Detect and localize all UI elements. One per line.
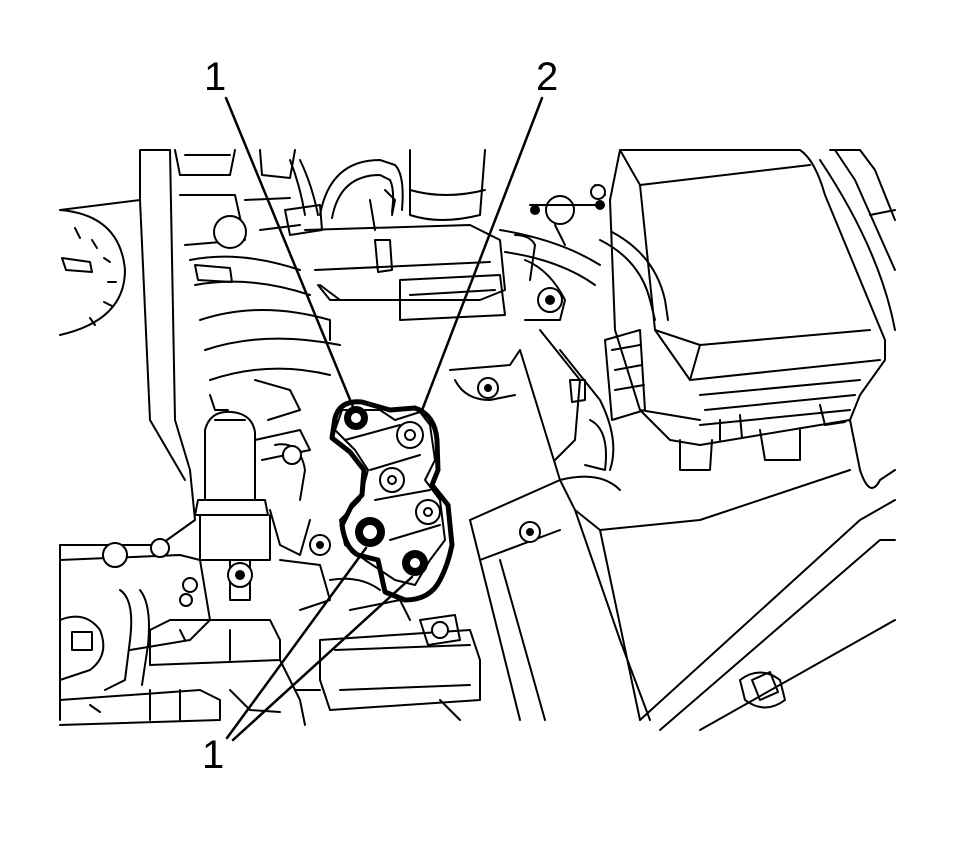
top-center-components [304, 149, 601, 321]
callout-1-bottom: 1 [202, 733, 224, 777]
callout-1-top: 1 [204, 55, 226, 99]
engine-mount-bracket [329, 399, 455, 603]
top-right-fittings [524, 184, 606, 321]
fuse-box [599, 149, 886, 471]
top-left-hoses [174, 149, 341, 381]
right-fender [639, 149, 896, 731]
leader-1-bottom-a [225, 546, 368, 740]
bolt-top [344, 406, 368, 430]
engine-cover [59, 149, 196, 721]
callout-2: 2 [536, 55, 558, 99]
center-left-sensors [149, 379, 331, 666]
leader-lines [224, 96, 544, 742]
lower-center-components [229, 577, 481, 726]
leader-1-bottom-b [231, 575, 414, 742]
bolt-middle [355, 517, 385, 547]
left-lower-components [59, 538, 221, 726]
leader-1-top [224, 96, 355, 409]
bolt-bottom [402, 550, 428, 576]
frame-rail [449, 329, 851, 721]
leader-2 [419, 96, 544, 415]
